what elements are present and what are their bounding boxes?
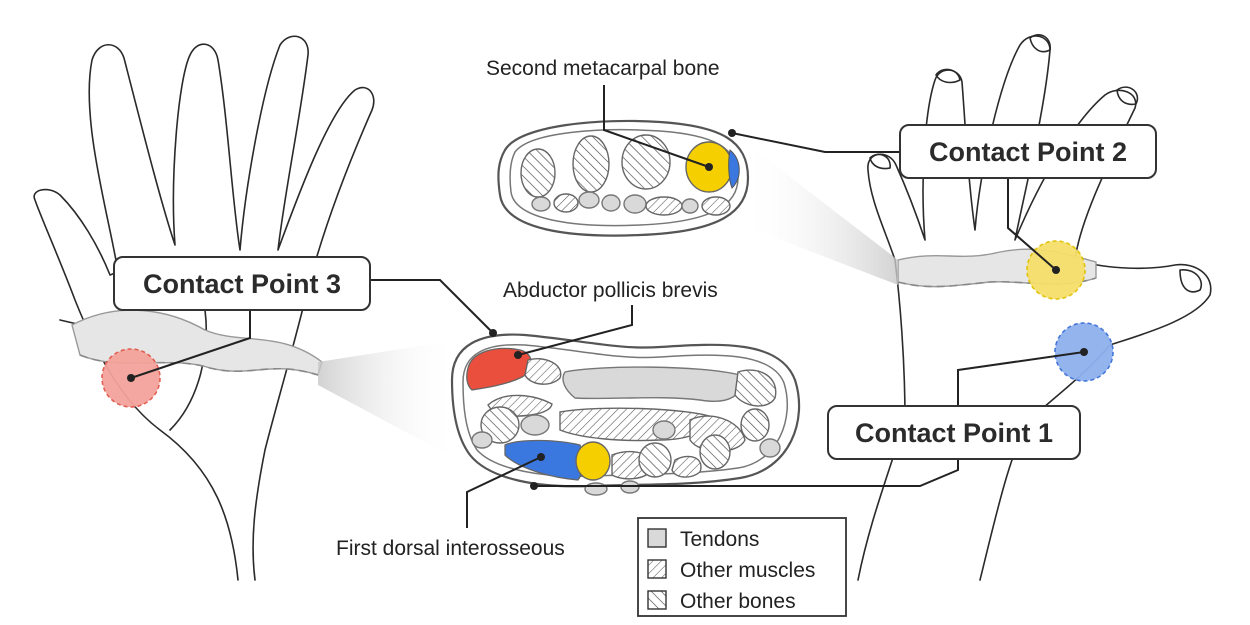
left-palm-crease: [169, 309, 208, 431]
legend-swatch-muscles: [647, 559, 667, 579]
right-hand-outline: [857, 35, 1212, 581]
contact-point-2-label: Contact Point 2: [929, 137, 1127, 167]
legend-label-muscles: Other muscles: [680, 559, 815, 582]
cross-section-palm: [450, 333, 801, 496]
abductor-label: Abductor pollicis brevis: [503, 279, 718, 302]
second-metacarpal-label: Second metacarpal bone: [486, 57, 720, 80]
contact-point-2-callout[interactable]: Contact Point 2: [899, 124, 1157, 179]
contact-point-1-label: Contact Point 1: [855, 418, 1053, 448]
right-hand: [742, 34, 1212, 581]
contact-point-1-callout[interactable]: Contact Point 1: [827, 405, 1081, 460]
left-hand-outline: [33, 35, 375, 581]
right-beam: [742, 140, 898, 285]
contact-point-3-callout[interactable]: Contact Point 3: [113, 256, 371, 311]
left-hand: [33, 35, 458, 581]
legend: Tendons Other muscles Other bones: [637, 517, 847, 617]
first-dorsal-label: First dorsal interosseous: [336, 537, 565, 560]
legend-label-tendons: Tendons: [680, 528, 759, 551]
right-thumb-nail: [1179, 269, 1202, 293]
metacarpal-bone-bottom: [575, 441, 611, 481]
legend-label-bones: Other bones: [680, 590, 796, 613]
legend-swatch-bones: [647, 590, 667, 610]
abductor-pollicis-brevis: [466, 347, 532, 391]
leader-lines: [127, 85, 1088, 528]
left-beam: [318, 340, 458, 460]
contact-point-3-label: Contact Point 3: [143, 269, 341, 299]
cross-section-metacarpal: [497, 119, 750, 237]
legend-swatch-tendons: [647, 528, 667, 548]
